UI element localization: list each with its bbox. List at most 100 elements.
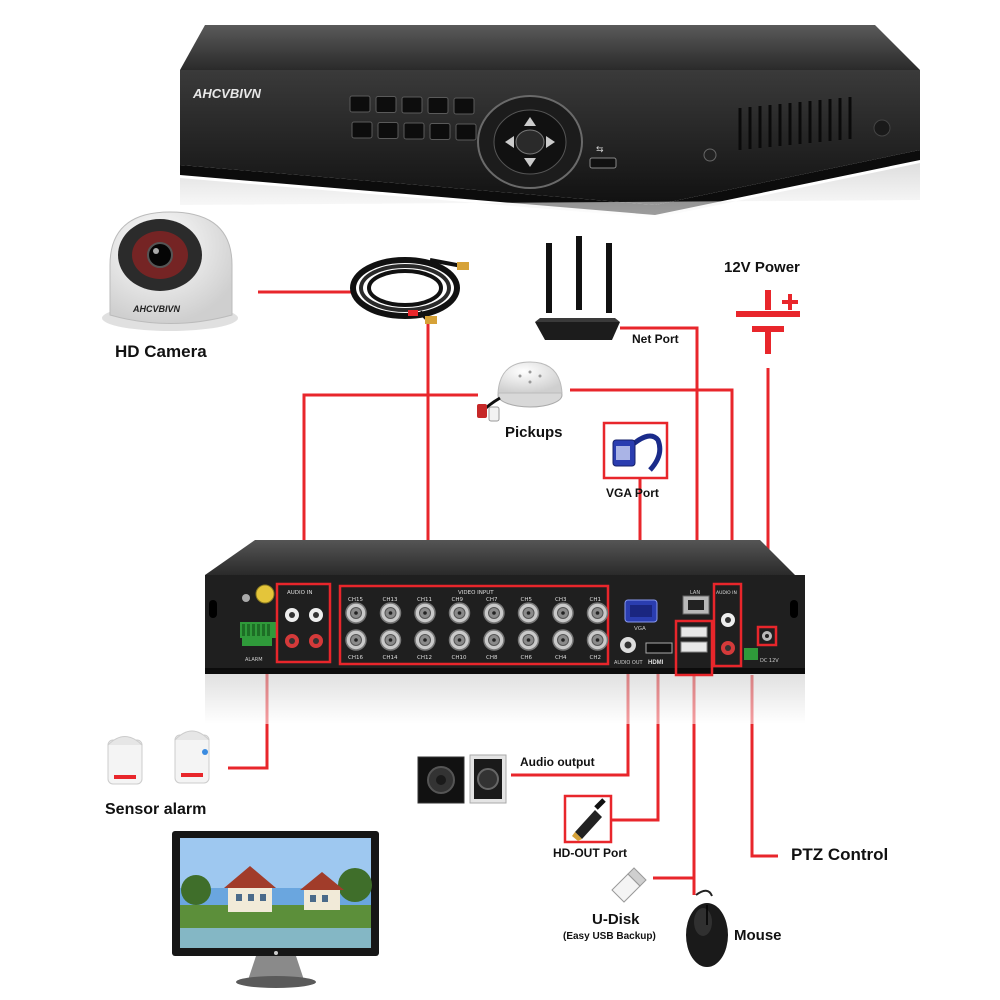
net-port-label: Net Port (632, 332, 679, 346)
bnc-channel-label: CH8 (486, 655, 498, 661)
audio-in-left-box (275, 582, 332, 664)
bnc-channel-label: CH6 (521, 655, 533, 661)
alarm-label: ALARM (245, 657, 263, 663)
vga-cable (602, 421, 669, 480)
dvr-front-brand: AHCVBIVN (192, 86, 262, 101)
dvr-front-edge (180, 150, 920, 215)
hdmi-cable (563, 794, 613, 844)
dvr-screw (873, 119, 891, 137)
cable-coil (350, 257, 469, 324)
bnc-channel-label: CH1 (590, 597, 601, 603)
audio-in-right-box (712, 582, 743, 668)
bnc-channel-label: CH4 (555, 655, 567, 661)
bnc-channel-label: CH2 (590, 655, 601, 661)
usb-icon: ⇆ (596, 145, 604, 155)
usb-port-1 (680, 626, 708, 638)
dvr-front-button-2 (375, 96, 397, 113)
bnc-channel-label: CH13 (383, 597, 398, 603)
bnc-connector-pin (526, 638, 531, 642)
mouse-label: Mouse (734, 927, 782, 944)
bnc-channel-label: CH11 (417, 597, 432, 603)
hdmi-port (645, 642, 673, 654)
dvr-top-surface (180, 25, 920, 70)
bnc-connector-pin (457, 638, 462, 642)
vga-port-label: VGA (634, 626, 646, 632)
dvr-front-button-1 (349, 95, 371, 113)
bnc-connector-pin (561, 611, 565, 615)
bnc-connector-pin (526, 611, 531, 615)
ptz-control-label: PTZ Control (791, 845, 889, 864)
dvr-front-button-6 (351, 121, 373, 139)
pickup-microphone (477, 361, 563, 422)
audio-output-label: Audio output (520, 755, 595, 769)
audio-in-left-label: AUDIO IN (287, 590, 312, 596)
rear-top-surface (205, 540, 795, 575)
warning-sticker (255, 584, 275, 604)
mouse (686, 889, 728, 967)
bnc-channel-label: CH9 (452, 597, 464, 603)
dvr-front-button-8 (403, 122, 425, 140)
usb-highlight-box (674, 619, 714, 677)
hd-out-port-label: HD-OUT Port (553, 846, 627, 860)
dvr-front-button-7 (377, 122, 399, 139)
wire-net (620, 326, 699, 595)
pickups-label: Pickups (505, 424, 563, 441)
power-symbol-icon (736, 290, 800, 354)
bnc-channel-label: CH7 (486, 597, 498, 603)
dpad-down-icon (524, 158, 536, 167)
dvr-button-bank (349, 95, 477, 141)
ground-screw (242, 594, 250, 602)
audio-out-label: AUDIO OUT (614, 660, 644, 666)
u-disk-label: U-Disk (592, 911, 640, 928)
dvr-ir-window (703, 148, 717, 162)
dvr-front-button-3 (401, 96, 423, 114)
router (535, 236, 620, 340)
u-disk-sub-label: (Easy USB Backup) (563, 931, 656, 942)
vga-port-label-text: VGA Port (606, 486, 659, 500)
bnc-connector-pin (492, 638, 496, 642)
dc-highlight-box (756, 625, 778, 647)
bnc-connector-pin (354, 638, 358, 642)
bnc-channel-label: CH10 (452, 655, 467, 661)
bnc-connector-pin (595, 611, 600, 615)
dc-label: DC 12V (760, 658, 779, 664)
ptz-terminal-block (744, 648, 758, 660)
u-disk (611, 867, 647, 903)
bnc-channel-label: CH14 (383, 655, 398, 661)
video-input-box (338, 584, 610, 666)
dpad-right-icon (546, 136, 555, 148)
video-input-label: VIDEO INPUT (458, 590, 494, 596)
dpad-left-icon (505, 136, 514, 148)
speakers (417, 754, 507, 804)
bnc-channel-label: CH16 (348, 655, 363, 661)
bnc-connector-pin (354, 611, 358, 615)
wire-ptz (750, 675, 778, 858)
hdmi-label: HDMI (648, 660, 664, 666)
dvr-front-button-5 (453, 97, 475, 115)
dvr-vents (738, 97, 852, 150)
monitor (172, 831, 379, 988)
dvr-front-unit: ⇆ (180, 25, 920, 218)
bnc-channel-label: CH15 (348, 597, 363, 603)
dvr-front-button-9 (429, 123, 451, 140)
bnc-channel-label: CH5 (521, 597, 533, 603)
bnc-connector-pin (595, 638, 600, 642)
camera-brand: AHCVBIVN (132, 304, 181, 314)
bnc-connector-pin (561, 638, 565, 642)
dvr-front-button-4 (427, 97, 449, 114)
bnc-row-bottom: CH16 CH14 CH12 CH10 CH8 CH6 CH4 CH2 (345, 629, 609, 661)
bnc-channel-label: CH12 (417, 655, 432, 661)
sensor-alarm-devices (107, 730, 210, 785)
dvr-front-button-10 (455, 123, 477, 141)
rear-reflection (205, 674, 805, 724)
bnc-connector-pin (492, 611, 496, 615)
wire-pickup-right (570, 388, 734, 585)
audio-in-right-label: AUDIO IN (716, 590, 737, 596)
power-label: 12V Power (724, 259, 800, 276)
audio-in-left-jacks (285, 608, 323, 648)
bnc-connector-pin (388, 611, 393, 615)
wire-pickup-left (302, 393, 478, 585)
